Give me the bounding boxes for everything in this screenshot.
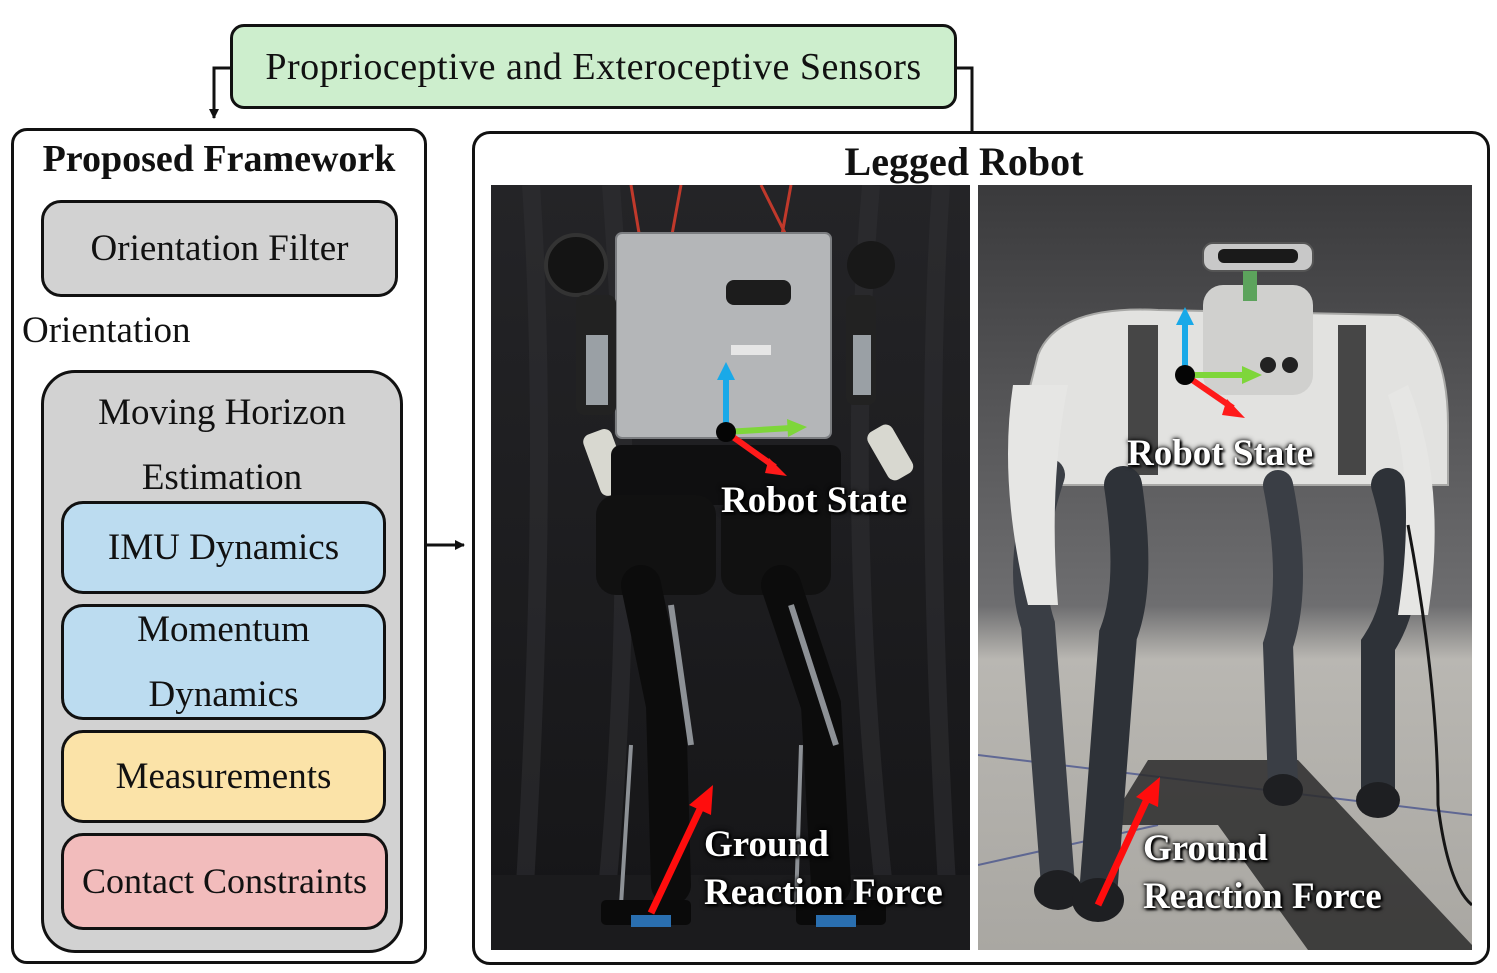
momentum-line2: Dynamics (148, 674, 299, 715)
biped-grf-label: Ground Reaction Force (704, 821, 943, 917)
sensors-to-robot-line (957, 66, 974, 132)
orientation-edge-label: Orientation (22, 310, 191, 351)
biped-grf-line1: Ground (704, 824, 829, 865)
mhe-title-line2: Estimation (141, 457, 303, 498)
quadruped-robot-illustration (978, 185, 1472, 950)
quadruped-grf-label: Ground Reaction Force (1143, 825, 1382, 921)
imu-dynamics-label: IMU Dynamics (107, 527, 340, 568)
contact-constraints-label: Contact Constraints (82, 861, 367, 901)
measurements-label: Measurements (115, 756, 332, 797)
sensors-label: Proprioceptive and Exteroceptive Sensors (265, 45, 922, 88)
sensors-box: Proprioceptive and Exteroceptive Sensors (230, 24, 957, 109)
sensors-to-framework-arrow (209, 66, 230, 119)
mhe-title: Moving Horizon Estimation (41, 380, 403, 510)
robot-title: Legged Robot (844, 139, 1084, 184)
quadruped-robot-state-label: Robot State (1127, 433, 1314, 474)
framework-title: Proposed Framework (42, 138, 396, 180)
orientation-filter-box: Orientation Filter (41, 200, 398, 297)
measurements-box: Measurements (61, 730, 386, 823)
orientation-filter-label: Orientation Filter (90, 228, 349, 269)
quadruped-grf-line2: Reaction Force (1143, 876, 1382, 917)
biped-robot-illustration (491, 185, 970, 950)
mhe-title-line1: Moving Horizon (98, 392, 346, 433)
quadruped-robot-photo: Robot State Ground Reaction Force (978, 185, 1472, 950)
momentum-line1: Momentum (137, 609, 310, 650)
momentum-dynamics-box: Momentum Dynamics (61, 604, 386, 720)
contact-constraints-box: Contact Constraints (61, 833, 388, 930)
imu-dynamics-box: IMU Dynamics (61, 501, 386, 594)
quadruped-grf-line1: Ground (1143, 828, 1268, 869)
biped-robot-photo: Robot State Ground Reaction Force (491, 185, 970, 950)
biped-grf-line2: Reaction Force (704, 872, 943, 913)
biped-robot-state-label: Robot State (721, 480, 908, 521)
